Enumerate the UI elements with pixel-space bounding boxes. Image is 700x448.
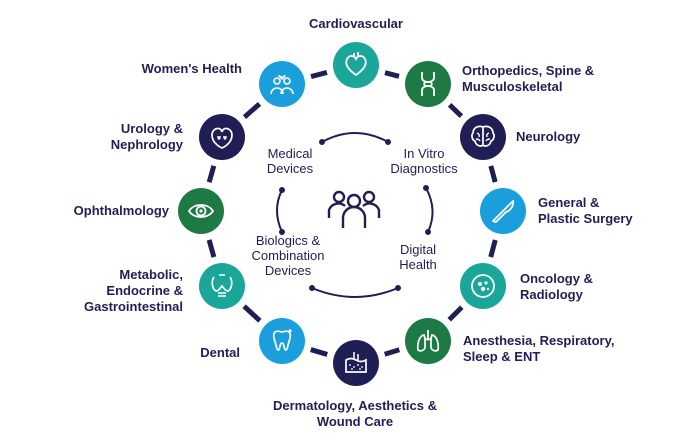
label-oncology-radiology: Oncology & Radiology xyxy=(520,271,593,302)
label-neurology: Neurology xyxy=(516,129,581,144)
label-anesthesia: Anesthesia, Respiratory, Sleep & ENT xyxy=(463,333,615,364)
label-cardiovascular: Cardiovascular xyxy=(309,16,403,31)
people-group-icon xyxy=(327,190,381,228)
heart-icon[interactable] xyxy=(333,42,379,88)
ring-segment xyxy=(488,165,498,183)
thyroid-icon[interactable] xyxy=(199,263,245,309)
scalpel-icon[interactable] xyxy=(480,188,526,234)
inner-arc-bottom xyxy=(311,287,399,298)
label-womens-health: Women's Health xyxy=(141,61,242,76)
inner-arc-top xyxy=(321,132,389,143)
inner-label-in-vitro-diagnostics: In Vitro Diagnostics xyxy=(390,146,458,176)
women-icon[interactable] xyxy=(259,61,305,107)
label-dental: Dental xyxy=(200,345,240,360)
ring-segment xyxy=(242,101,262,120)
skin-icon[interactable] xyxy=(333,340,379,386)
ring-segment xyxy=(383,347,401,357)
inner-arc-left xyxy=(276,189,283,233)
ring-segment xyxy=(206,165,217,183)
ring-segment xyxy=(447,305,464,322)
ring-segment xyxy=(242,304,262,323)
ring-segment xyxy=(206,239,217,258)
ring-segment xyxy=(488,239,498,258)
joint-icon[interactable] xyxy=(405,61,451,107)
label-general-plastic-surgery: General & Plastic Surgery xyxy=(538,195,633,226)
ring-segment xyxy=(384,70,400,79)
ring-segment xyxy=(310,70,328,79)
inner-label-digital-health: Digital Health xyxy=(399,242,437,272)
ring-segment xyxy=(310,347,328,357)
cell-icon[interactable] xyxy=(460,263,506,309)
label-dermatology: Dermatology, Aesthetics & Wound Care xyxy=(273,398,437,429)
inner-label-medical-devices: Medical Devices xyxy=(266,146,314,176)
inner-arc-right xyxy=(425,187,434,233)
ring-segment xyxy=(447,103,464,118)
brain-icon[interactable] xyxy=(460,114,506,160)
label-urology: Urology & Nephrology xyxy=(110,121,183,152)
lungs-icon[interactable] xyxy=(405,318,451,364)
kidney-icon[interactable] xyxy=(199,114,245,160)
tooth-icon[interactable] xyxy=(259,318,305,364)
label-orthopedics: Orthopedics, Spine & Musculoskeletal xyxy=(462,63,595,94)
inner-label-biologics: Biologics & Combination Devices xyxy=(251,233,325,278)
label-metabolic: Metabolic, Endocrine & Gastrointestinal xyxy=(84,267,183,314)
eye-icon[interactable] xyxy=(178,188,224,234)
label-ophthalmology: Ophthalmology xyxy=(73,203,169,218)
